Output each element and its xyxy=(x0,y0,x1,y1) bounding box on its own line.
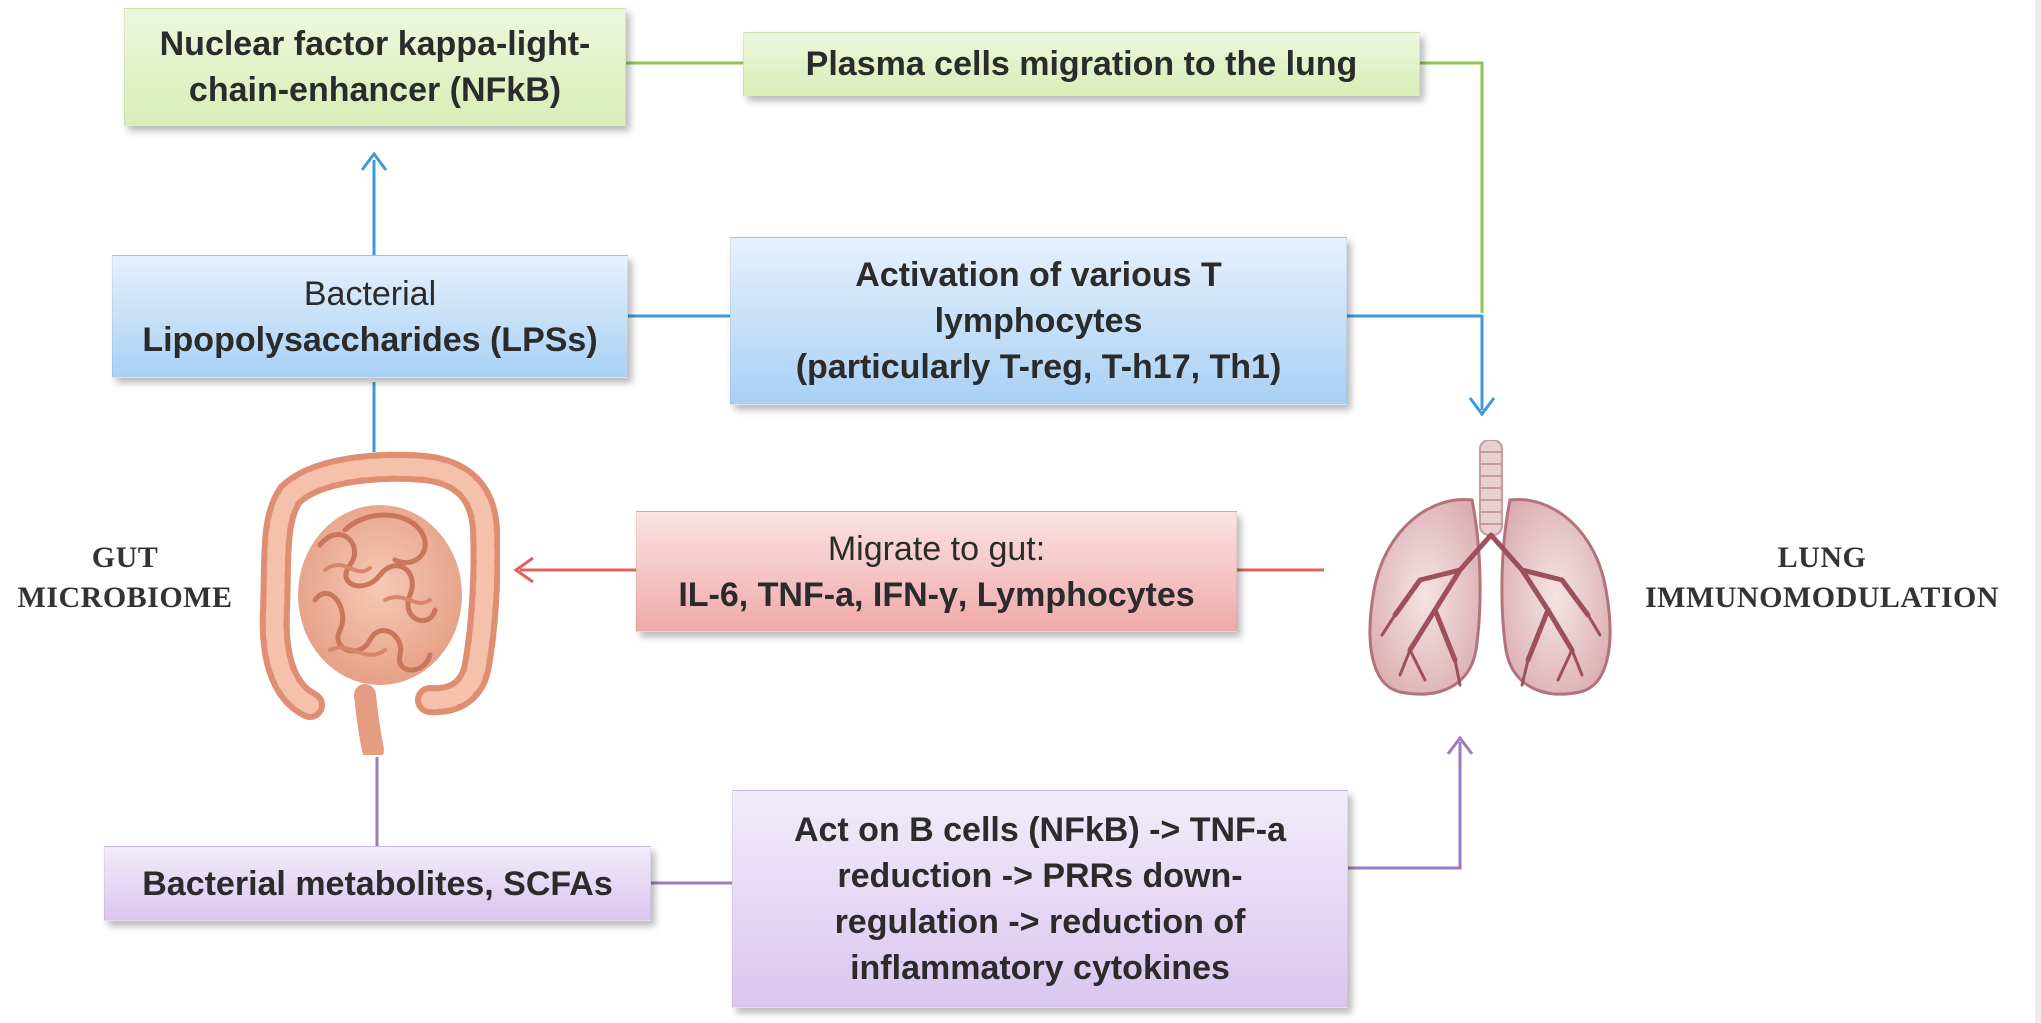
bcells-text-line-3: regulation -> reduction of xyxy=(834,903,1246,941)
gut-microbiome-label: GUT MICROBIOME xyxy=(0,538,250,618)
plasma-migration-box: Plasma cells migration to the lung xyxy=(743,32,1420,96)
intestines-icon xyxy=(259,451,500,755)
lungs-icon xyxy=(1368,440,1612,696)
lps-box: Bacterial Lipopolysaccharides (LPSs) xyxy=(112,255,628,378)
tcell-text-line-1: Activation of various T xyxy=(855,256,1222,294)
gut-label-line-1: GUT xyxy=(91,541,159,574)
right-edge-divider xyxy=(2035,0,2041,1023)
lps-text-line-2: Lipopolysaccharides (LPSs) xyxy=(142,320,598,359)
arrowhead-up-lung xyxy=(1446,735,1474,755)
tcell-text-line-3: (particularly T-reg, T-h17, Th1) xyxy=(795,348,1282,386)
scfa-box: Bacterial metabolites, SCFAs xyxy=(104,846,651,921)
bcells-to-lung-arrow xyxy=(1348,742,1462,870)
arrowhead-down-lung xyxy=(1468,397,1496,417)
bcells-text-line-2: reduction -> PRRs down- xyxy=(837,857,1243,895)
plasma-text: Plasma cells migration to the lung xyxy=(805,45,1358,83)
plasma-to-lung-line xyxy=(1420,61,1484,313)
b-cells-box: Act on B cells (NFkB) -> TNF-a reduction… xyxy=(732,790,1348,1008)
scfa-text: Bacterial metabolites, SCFAs xyxy=(142,864,613,903)
arrowhead-up-nfkb xyxy=(360,151,388,171)
lps-text-line-1: Bacterial xyxy=(303,274,437,313)
migrate-text-line-2: IL-6, TNF-a, IFN-γ, Lymphocytes xyxy=(678,575,1195,614)
migrate-text-line-1: Migrate to gut: xyxy=(827,529,1046,568)
bcells-text-line-4: inflammatory cytokines xyxy=(850,949,1230,987)
tcell-to-lung-arrow xyxy=(1347,314,1484,410)
nfkb-text-line-1: Nuclear factor kappa-light- xyxy=(159,25,591,63)
t-lymphocyte-box: Activation of various T lymphocytes (par… xyxy=(730,237,1347,405)
migrate-to-gut-box: Migrate to gut: IL-6, TNF-a, IFN-γ, Lymp… xyxy=(636,511,1237,632)
lung-label-line-2: IMMUNOMODULATION xyxy=(1644,581,2000,614)
gut-label-line-2: MICROBIOME xyxy=(17,581,233,614)
tcell-text-line-2: lymphocytes xyxy=(934,302,1143,340)
lung-label-line-1: LUNG xyxy=(1777,541,1867,574)
lung-immunomodulation-label: LUNG IMMUNOMODULATION xyxy=(1612,538,2032,618)
bcells-text-line-1: Act on B cells (NFkB) -> TNF-a xyxy=(793,811,1287,849)
arrowhead-left-gut xyxy=(513,556,534,584)
nfkb-box: Nuclear factor kappa-light- chain-enhanc… xyxy=(124,8,626,126)
nfkb-text-line-2: chain-enhancer (NFkB) xyxy=(188,71,562,109)
